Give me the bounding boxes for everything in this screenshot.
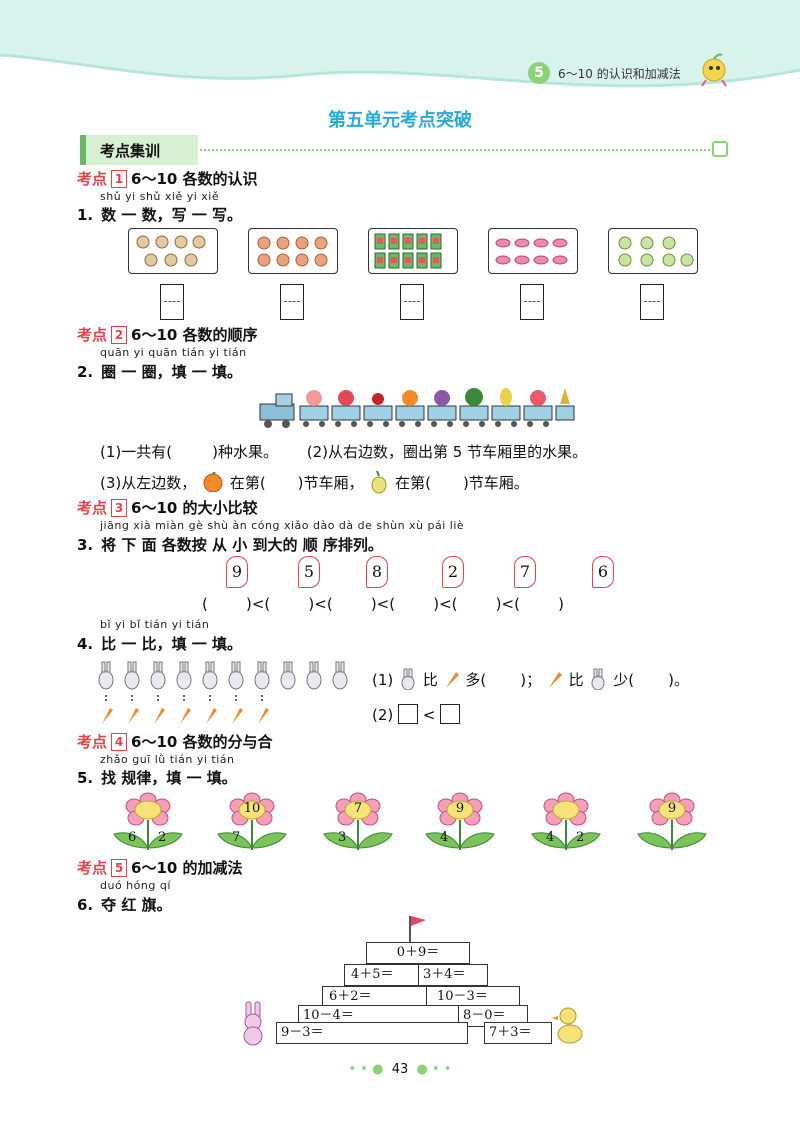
- q4-part-2: (2) <: [372, 704, 461, 724]
- pyramid-row-5-left[interactable]: 9－3＝: [276, 1022, 468, 1044]
- kp4-pinyin: zhǎo guī lǜ tián yi tián: [100, 753, 235, 766]
- pyramid-row-4-right[interactable]: 8－0＝: [458, 1005, 528, 1027]
- number-tag: 6: [592, 556, 614, 588]
- number-tag: 7: [514, 556, 536, 588]
- flower-6: 9: [636, 790, 708, 852]
- unit-title: 6～10 的认识和加减法: [558, 67, 681, 81]
- peach-picture-box: [248, 228, 338, 274]
- question-6: 6.夺 红 旗。: [77, 896, 172, 914]
- rabbit-icon: [401, 668, 415, 691]
- pyramid-row-4-left[interactable]: 10－4＝: [298, 1005, 464, 1027]
- compare-box-right[interactable]: [440, 704, 461, 724]
- answer-box-5[interactable]: [640, 284, 664, 320]
- fruit-train-image: [259, 388, 575, 428]
- carrot-icon: [548, 672, 562, 688]
- flower-5: 4 2: [530, 790, 602, 852]
- compare-box-left[interactable]: [398, 704, 419, 724]
- q2-line-1: (1)一共有()种水果。 (2)从右边数，圈出第 5 节车厢里的水果。: [100, 443, 588, 461]
- page-number: • • ● 43 ● • •: [348, 1062, 452, 1077]
- pear-icon: [371, 470, 387, 494]
- divider-end: [712, 141, 728, 157]
- mascot-icon: [701, 53, 727, 87]
- q2-line-2: (3)从左边数， 在第()节车厢， 在第()节车厢。: [100, 470, 529, 494]
- flower-left-number: 6: [128, 830, 137, 845]
- fish-picture-box: [488, 228, 578, 274]
- pyramid-row-5-right[interactable]: 7＋3＝: [484, 1022, 552, 1044]
- flower-right-number: 2: [576, 830, 585, 845]
- answer-box-2[interactable]: [280, 284, 304, 320]
- number-tag: 2: [442, 556, 464, 588]
- pyramid-row-3-left[interactable]: 6＋2＝: [322, 986, 432, 1008]
- monkey-picture-box: [128, 228, 218, 274]
- flower-4: 9 4: [424, 790, 496, 852]
- drink-picture-box: [368, 228, 458, 274]
- question-5: 5.找 规律，填 一 填。: [77, 769, 237, 787]
- number-tag: 5: [298, 556, 320, 588]
- kp3-pinyin: jiāng xià miàn gè shù àn cóng xiǎo dào d…: [100, 519, 465, 532]
- snail-picture-box: [608, 228, 698, 274]
- q4-pinyin: bǐ yi bǐ tián yi tián: [100, 618, 210, 631]
- flower-top-number: 9: [455, 801, 465, 816]
- flower-2: 10 7: [216, 790, 288, 852]
- number-tags-row: 9 5 8 2 7 6: [226, 556, 626, 592]
- divider: [200, 149, 710, 151]
- question-2: 2.圈 一 圈，填 一 填。: [77, 363, 243, 381]
- pyramid-row-2-left[interactable]: 4＋5＝: [344, 964, 424, 986]
- rabbit-icon: [591, 668, 605, 691]
- flower-left-number: 7: [232, 830, 241, 845]
- flower-3: 7 3: [322, 790, 394, 852]
- flower-1: 6 2: [112, 790, 184, 852]
- unit-number-badge: 5: [528, 62, 550, 84]
- page-title: 第五单元考点突破: [328, 110, 472, 131]
- order-answer-line[interactable]: ( )<( )<( )<( )<( )<( ): [202, 595, 564, 613]
- flower-top-number: 10: [243, 801, 261, 816]
- number-tag: 9: [226, 556, 248, 588]
- red-flag-icon: [409, 916, 426, 942]
- q4-part-1: (1) 比 多()； 比 少()。: [372, 668, 689, 691]
- duckling-icon: [552, 1007, 583, 1044]
- kp1-pinyin: shǔ yi shǔ xiě yi xiě: [100, 190, 220, 203]
- question-1: 1.数 一 数，写 一 写。: [77, 206, 243, 224]
- rabbit-character-icon: [243, 1001, 263, 1046]
- section-tag: 考点集训: [80, 135, 198, 165]
- answer-box-4[interactable]: [520, 284, 544, 320]
- flower-left-number: 4: [546, 830, 555, 845]
- rabbits-carrots-image: [98, 661, 348, 724]
- kp2-pinyin: quān yi quān tián yi tián: [100, 346, 247, 359]
- number-tag: 8: [366, 556, 388, 588]
- flower-right-number: 2: [158, 830, 167, 845]
- pyramid-row-2-right[interactable]: 3＋4＝: [418, 964, 488, 986]
- answer-box-3[interactable]: [400, 284, 424, 320]
- header-wave: [0, 0, 800, 88]
- orange-icon: [203, 471, 223, 493]
- kp5-pinyin: duó hóng qí: [100, 879, 171, 892]
- flower-top-number: 9: [667, 801, 677, 816]
- question-4: 4.比 一 比，填 一 填。: [77, 635, 243, 653]
- carrot-icon: [445, 672, 459, 688]
- answer-box-1[interactable]: [160, 284, 184, 320]
- question-3: 3.将 下 面 各数按 从 小 到大的 顺 序排列。: [77, 536, 383, 554]
- flower-top-number: 7: [353, 801, 363, 816]
- pyramid-row-3-right[interactable]: 10－3＝: [426, 986, 520, 1008]
- flower-left-number: 3: [338, 830, 347, 845]
- flower-left-number: 4: [440, 830, 449, 845]
- pyramid-row-1[interactable]: 0＋9＝: [366, 942, 470, 964]
